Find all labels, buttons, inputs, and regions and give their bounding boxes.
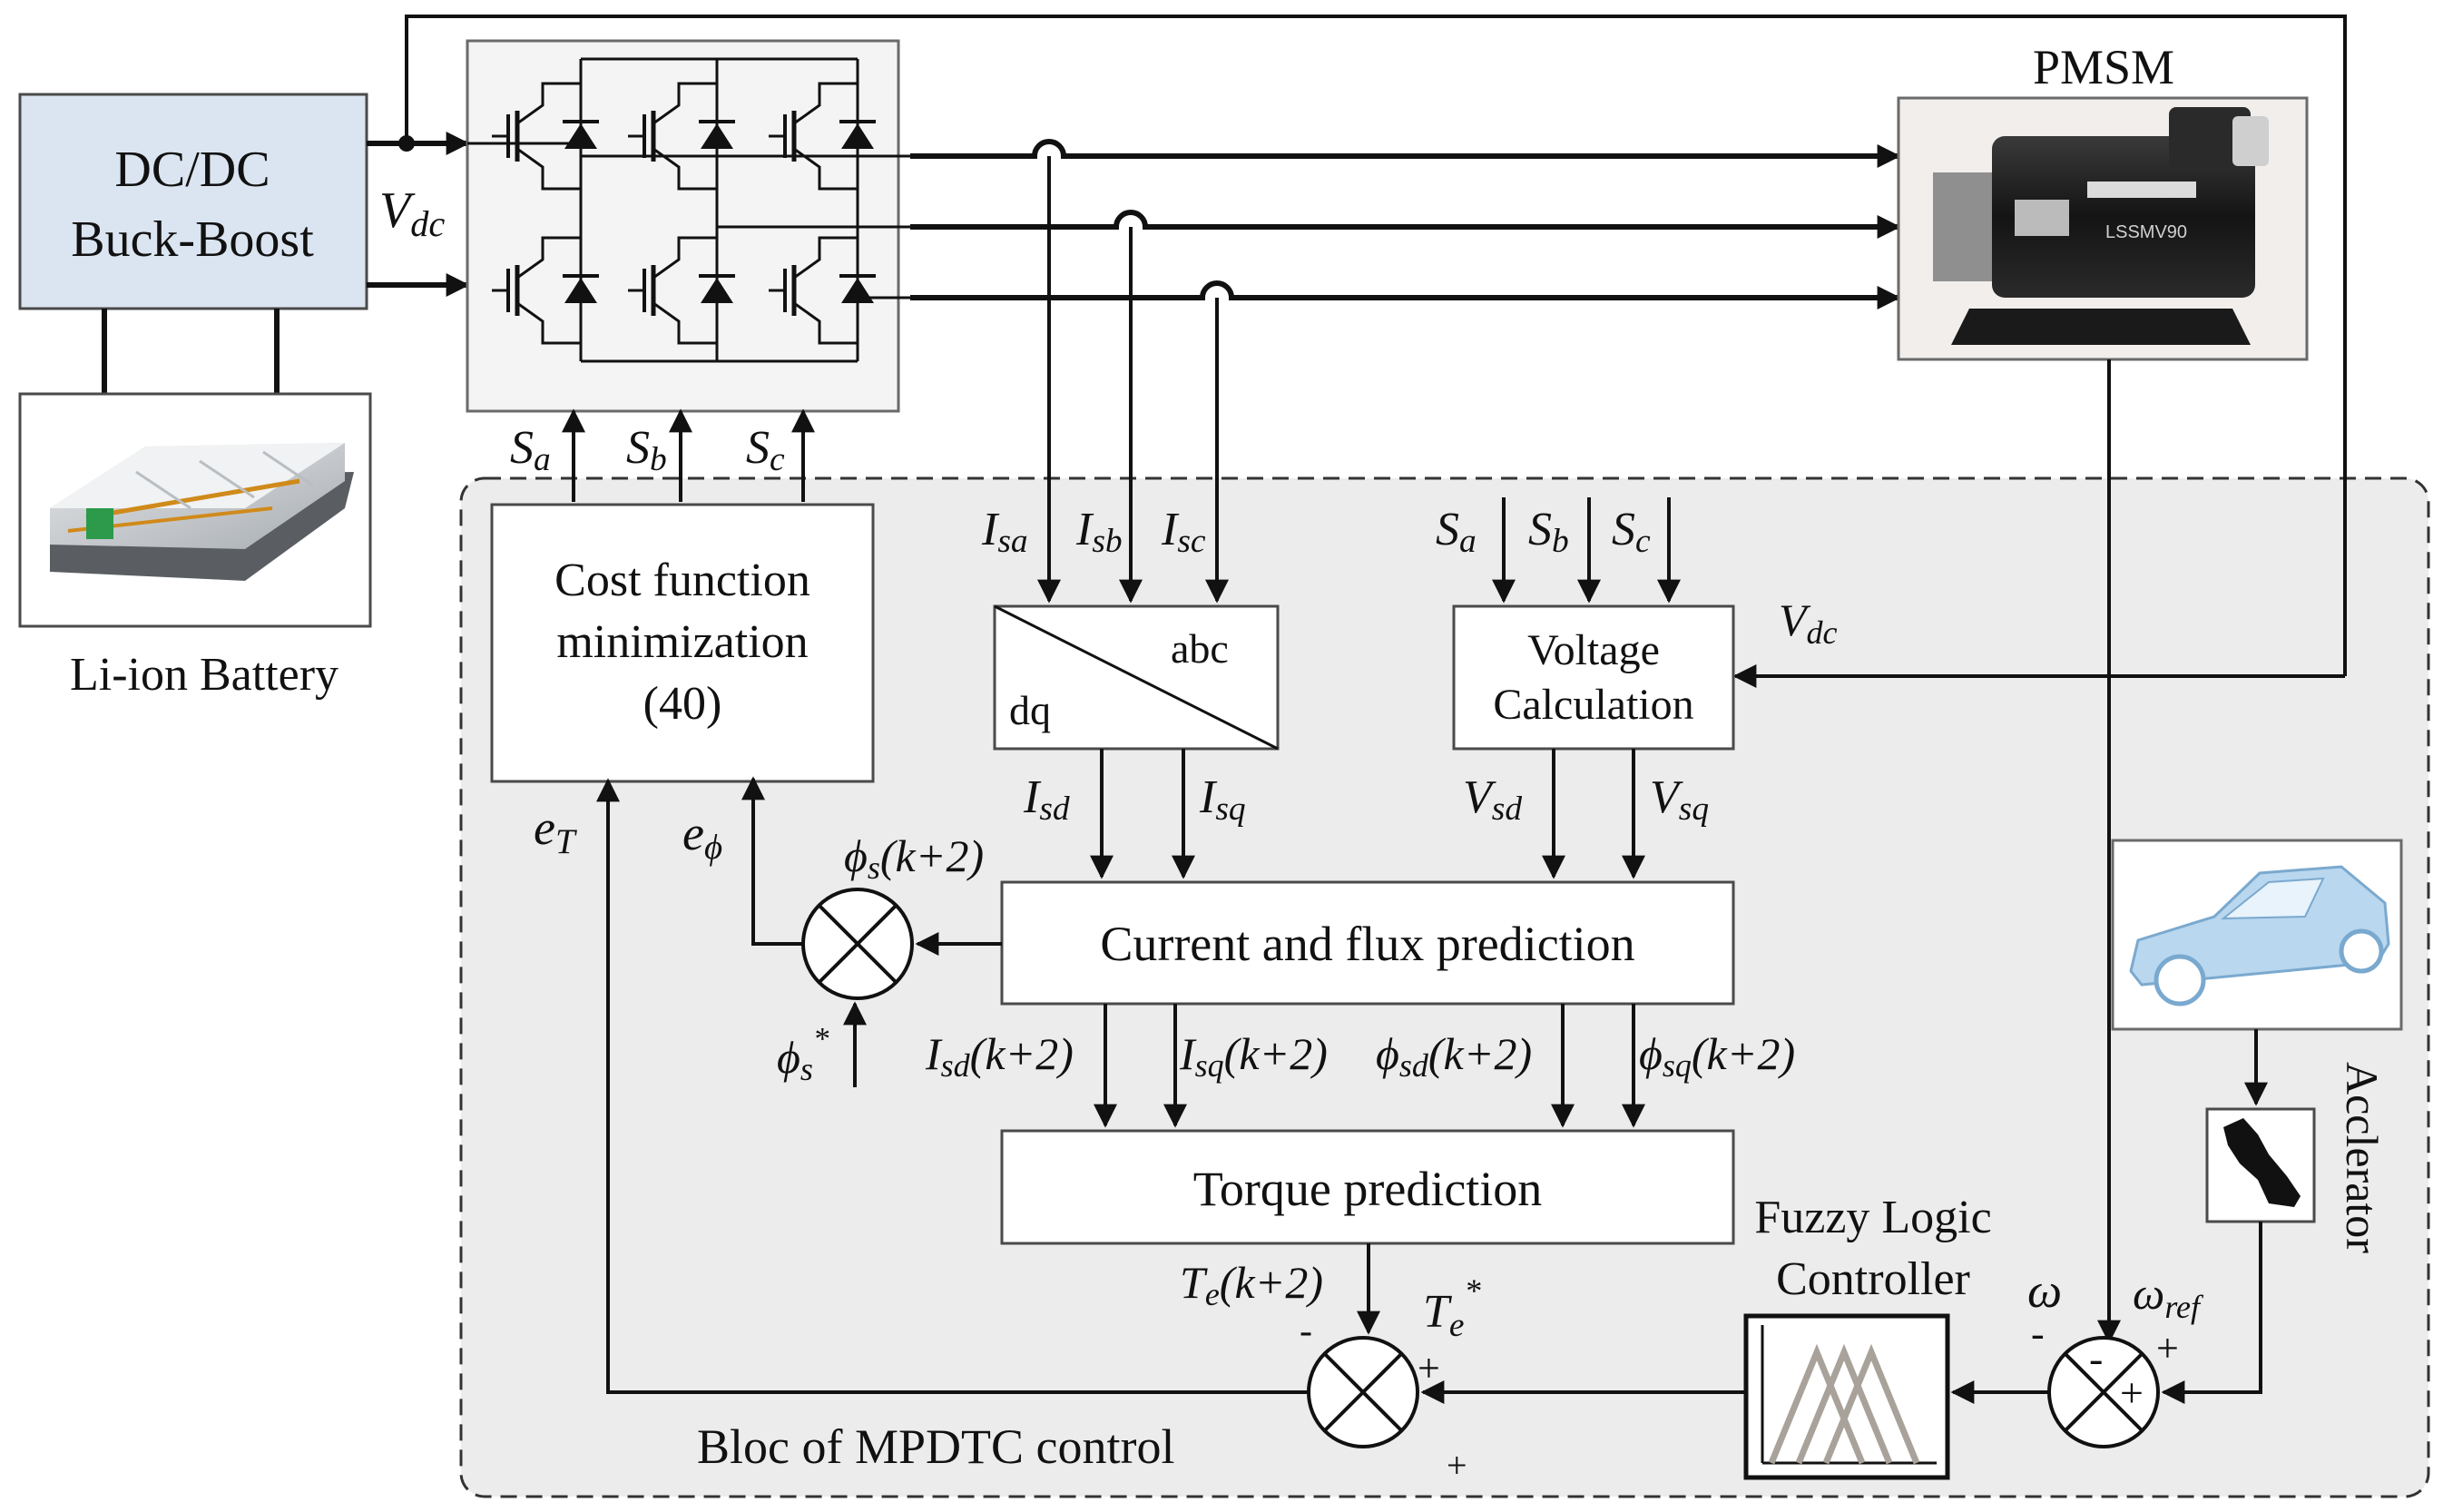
label-te-k2: Te(k+2) bbox=[1180, 1257, 1323, 1312]
label-isq: Isq bbox=[1199, 771, 1246, 828]
fuzzy-logic-controller bbox=[1743, 1313, 1950, 1480]
pmsm-motor-icon: LSSMV90 bbox=[1933, 107, 2269, 345]
igbt-switch-icon bbox=[492, 82, 599, 191]
voltage-calculation-block: Voltage Calculation bbox=[1452, 604, 1735, 751]
gate-label-sc: Sc bbox=[746, 422, 785, 478]
igbt-switch-icon bbox=[769, 82, 876, 191]
igbt-switch-icon bbox=[769, 236, 876, 345]
vc-label-sb: Sb bbox=[1528, 504, 1569, 560]
pmsm-motor: LSSMV90 bbox=[1897, 96, 2309, 361]
vc-label-sc: Sc bbox=[1612, 504, 1651, 560]
label-e-t: eT bbox=[534, 800, 577, 861]
torque-sum-plus-lower: + bbox=[1447, 1445, 1467, 1486]
phase-a-line bbox=[910, 139, 1901, 168]
label-e-phi: eϕ bbox=[682, 806, 722, 867]
abc-label: abc bbox=[1171, 625, 1229, 672]
label-vsd: Vsd bbox=[1463, 771, 1522, 828]
vdc-label: Vdc bbox=[379, 182, 445, 244]
label-isd-k2: Isd(k+2) bbox=[925, 1028, 1074, 1084]
cost-label-line1: Cost function bbox=[554, 555, 810, 606]
cost-function-block: Cost function minimization (40) bbox=[490, 503, 875, 783]
label-vsq: Vsq bbox=[1650, 771, 1709, 828]
torque-prediction-label: Torque prediction bbox=[1193, 1162, 1543, 1216]
dq-label: dq bbox=[1009, 687, 1051, 733]
vdc-feedback-wire bbox=[405, 15, 2347, 676]
battery-label: Li-ion Battery bbox=[70, 649, 338, 701]
phase-b-line bbox=[910, 210, 1901, 239]
speed-sum-minus-inner: - bbox=[2089, 1335, 2103, 1381]
igbt-switch-icon bbox=[628, 236, 735, 345]
igbt-switch-icon bbox=[492, 236, 599, 345]
fuzzy-label-line2: Controller bbox=[1776, 1253, 1970, 1305]
label-isq-k2: Isq(k+2) bbox=[1179, 1028, 1328, 1084]
accelerator-pedal bbox=[2205, 1107, 2316, 1223]
label-omega-ref: ωref bbox=[2133, 1268, 2204, 1325]
label-te-ref: Te* bbox=[1423, 1272, 1482, 1344]
igbt-switch-icon bbox=[628, 82, 735, 191]
speed-sum-minus: - bbox=[2031, 1311, 2045, 1356]
battery-pack-icon bbox=[50, 443, 354, 581]
dcdc-label-line2: Buck-Boost bbox=[71, 211, 314, 268]
speed-sum-plus: + bbox=[2156, 1326, 2179, 1370]
speed-sum-plus-inner: + bbox=[2120, 1370, 2144, 1416]
label-isd: Isd bbox=[1023, 771, 1070, 828]
vdc-voltage-calc-label: Vdc bbox=[1779, 594, 1838, 651]
abc-dq-transform: abc dq bbox=[993, 604, 1280, 751]
car-icon bbox=[2129, 865, 2390, 1006]
label-isc: Isc bbox=[1161, 504, 1206, 560]
flux-summing-junction bbox=[801, 888, 914, 1000]
label-phi-s-k2: ϕs(k+2) bbox=[844, 830, 984, 886]
voltage-calc-line2: Calculation bbox=[1493, 681, 1693, 729]
accelerator-label: Acclerator bbox=[2337, 1062, 2388, 1253]
current-flux-prediction-block: Current and flux prediction bbox=[1000, 880, 1735, 1006]
label-phisq-k2: ϕsq(k+2) bbox=[1639, 1028, 1795, 1084]
label-omega: ω bbox=[2027, 1263, 2062, 1318]
pedal-icon bbox=[2223, 1118, 2301, 1207]
torque-summing-junction bbox=[1307, 1336, 1419, 1448]
label-isb: Isb bbox=[1075, 504, 1123, 560]
phase-c-line bbox=[910, 280, 1901, 309]
pmsm-nameplate: LSSMV90 bbox=[2105, 222, 2187, 242]
torque-sum-plus: + bbox=[1418, 1346, 1440, 1390]
li-ion-battery bbox=[18, 392, 372, 628]
vc-label-sa: Sa bbox=[1436, 504, 1477, 560]
vehicle bbox=[2111, 839, 2403, 1031]
cost-label-line3: (40) bbox=[643, 678, 722, 730]
dcdc-label-line1: DC/DC bbox=[114, 142, 270, 198]
three-phase-inverter bbox=[466, 39, 910, 413]
dcdc-converter: DC/DC Buck-Boost bbox=[18, 93, 368, 310]
label-phi-s-ref: ϕs* bbox=[777, 1021, 829, 1087]
label-isa: Isa bbox=[981, 504, 1028, 560]
current-flux-label: Current and flux prediction bbox=[1100, 917, 1634, 971]
cost-label-line2: minimization bbox=[556, 616, 808, 668]
pmsm-label: PMSM bbox=[2033, 40, 2174, 94]
gate-label-sa: Sa bbox=[510, 422, 551, 478]
mpdtc-block-label: Bloc of MPDTC control bbox=[697, 1419, 1174, 1474]
omega-ref-wire bbox=[2161, 1222, 2262, 1404]
fuzzy-label-line1: Fuzzy Logic bbox=[1754, 1192, 1991, 1243]
fuzzy-membership-icon bbox=[1768, 1343, 1920, 1465]
flux-error-wire bbox=[741, 776, 803, 946]
torque-error-wire bbox=[596, 778, 1309, 1394]
torque-sum-minus: - bbox=[1300, 1311, 1312, 1352]
gate-label-sb: Sb bbox=[626, 422, 667, 478]
speed-summing-junction bbox=[2047, 1336, 2160, 1448]
torque-prediction-block: Torque prediction bbox=[1000, 1129, 1735, 1245]
label-phisd-k2: ϕsd(k+2) bbox=[1376, 1028, 1532, 1084]
voltage-calc-line1: Voltage bbox=[1527, 626, 1660, 674]
